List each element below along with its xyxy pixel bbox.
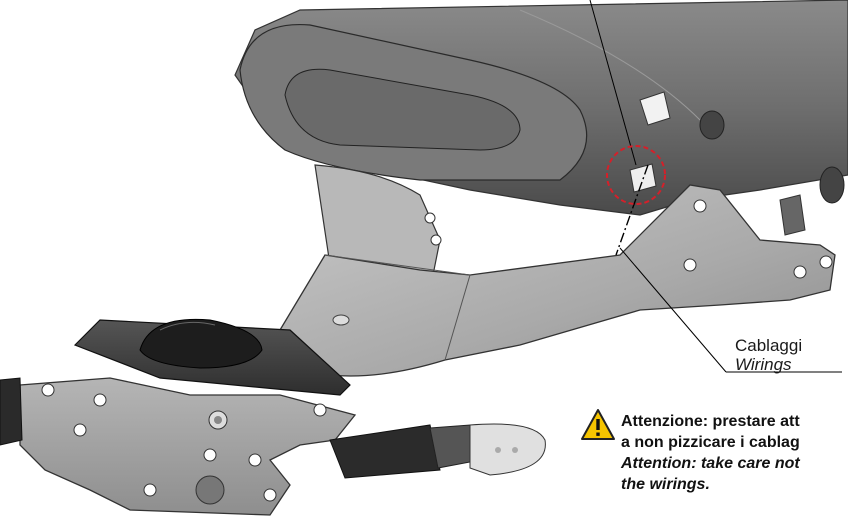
wiring-highlight-circle [606,145,666,205]
main-bracket [267,184,836,377]
warning-text-italian-line-2: a non pizzicare i cablag [621,434,800,451]
warning-triangle-icon [581,409,615,440]
warning-text-english-line-1: Attention: take care not [621,455,800,472]
warning-text-italian-line-1: Attenzione: prestare att [621,413,800,430]
seat-body [234,0,848,236]
plate-light [73,318,351,396]
callout-label-english: Wirings [735,355,792,374]
callout-label-italian: Cablaggi [735,336,803,355]
plate-holder [0,377,357,516]
leader-lines [589,0,842,373]
warning-text-english-line-2: the wirings. [621,476,710,493]
turn-indicator [329,423,546,479]
